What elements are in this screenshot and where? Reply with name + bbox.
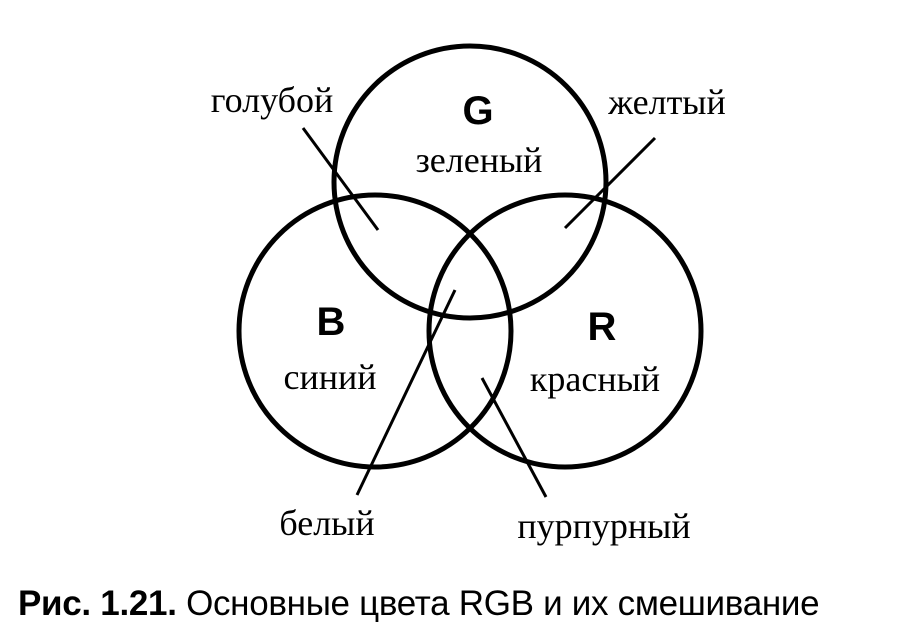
red-label: красный — [530, 359, 660, 399]
figure-caption-text: Основные цвета RGB и их смешивание — [186, 584, 820, 623]
blue-letter: B — [317, 300, 346, 344]
green-label: зеленый — [416, 140, 543, 180]
figure-caption: Рис. 1.21. Основные цвета RGB и их смеши… — [18, 584, 908, 624]
figure-number: Рис. 1.21. — [18, 584, 177, 623]
venn-diagram: G B R зеленый синий красный голубой желт… — [211, 43, 726, 546]
yellow-label: желтый — [607, 82, 726, 122]
cyan-leader-line — [301, 127, 380, 231]
red-circle — [426, 192, 704, 470]
white-label: белый — [279, 503, 374, 543]
magenta-label: пурпурный — [517, 506, 690, 546]
blue-circle — [236, 192, 514, 470]
cyan-label: голубой — [211, 80, 333, 120]
red-letter: R — [588, 305, 617, 349]
yellow-leader-line — [563, 136, 657, 230]
magenta-leader-line — [480, 377, 548, 498]
green-circle — [331, 43, 609, 321]
blue-label: синий — [283, 357, 376, 397]
green-letter: G — [462, 89, 493, 133]
white-leader-line — [355, 289, 457, 496]
